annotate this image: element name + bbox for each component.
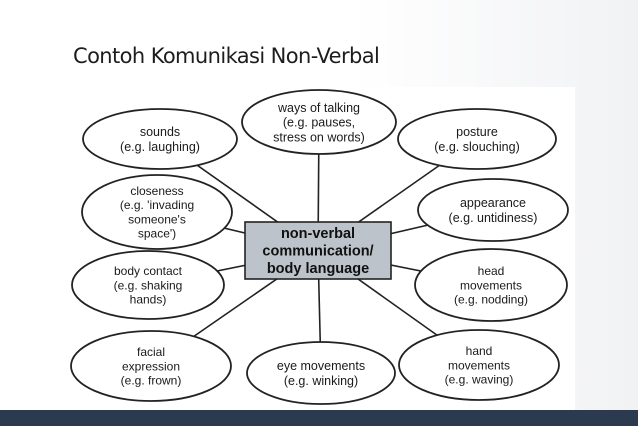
node-ways-of-talking: ways of talking(e.g. pauses,stress on wo… — [241, 89, 397, 155]
node-ellipse — [241, 89, 397, 155]
node-sounds: sounds(e.g. laughing) — [82, 108, 238, 170]
node-appearance: appearance(e.g. untidiness) — [417, 178, 569, 242]
node-posture: posture(e.g. slouching) — [397, 108, 557, 170]
node-label-line: (e.g. pauses, — [283, 116, 355, 130]
node-label-line: (e.g. waving) — [445, 372, 514, 386]
node-eye-movements: eye movements(e.g. winking) — [246, 341, 396, 405]
node-ellipse — [246, 341, 396, 405]
center-box-rect — [244, 221, 392, 280]
center-label-line: non-verbal — [281, 226, 355, 242]
node-label-line: space') — [138, 227, 176, 241]
node-label-line: facial — [137, 345, 165, 359]
node-ellipse — [397, 108, 557, 170]
node-ellipse — [398, 329, 560, 401]
node-label-line: movements — [460, 278, 522, 292]
node-label-line: closeness — [130, 184, 183, 198]
node-ellipse — [417, 178, 569, 242]
center-label-line: communication/ — [262, 244, 373, 260]
diagram-frame: ways of talking(e.g. pauses,stress on wo… — [66, 87, 575, 410]
center-label-line: body language — [267, 261, 369, 277]
node-ellipse — [81, 174, 233, 250]
node-label-line: (e.g. slouching) — [434, 140, 519, 154]
node-label-line: hand — [466, 344, 493, 358]
node-label-line: stress on words) — [273, 130, 365, 144]
node-label-line: sounds — [140, 125, 180, 139]
bottom-bar — [0, 410, 638, 426]
node-label-line: body contact — [114, 264, 183, 278]
node-label-line: (e.g. laughing) — [120, 140, 200, 154]
node-label-line: (e.g. frown) — [121, 373, 182, 387]
node-ellipse — [414, 248, 568, 322]
node-label-line: (e.g. winking) — [284, 374, 358, 388]
node-label-line: appearance — [460, 196, 526, 210]
slide-title: Contoh Komunikasi Non-Verbal — [73, 44, 380, 68]
node-label-line: ways of talking — [277, 101, 360, 115]
node-label-line: (e.g. untidiness) — [449, 211, 538, 225]
node-label-line: expression — [122, 359, 180, 373]
center-box: non-verbal communication/body language — [244, 221, 392, 280]
node-label-line: (e.g. shaking — [114, 278, 183, 292]
node-label-line: head — [478, 264, 505, 278]
node-label-line: (e.g. nodding) — [454, 292, 528, 306]
mind-map-diagram: ways of talking(e.g. pauses,stress on wo… — [70, 89, 569, 405]
node-ellipse — [82, 108, 238, 170]
node-label-line: hands) — [130, 292, 167, 306]
node-label-line: someone's — [128, 212, 186, 226]
node-label-line: eye movements — [277, 359, 365, 373]
node-label-line: movements — [448, 358, 510, 372]
node-ellipse — [71, 250, 225, 320]
node-label-line: (e.g. 'invading — [120, 198, 194, 212]
node-ellipse — [70, 330, 232, 402]
node-label-line: posture — [456, 125, 498, 139]
